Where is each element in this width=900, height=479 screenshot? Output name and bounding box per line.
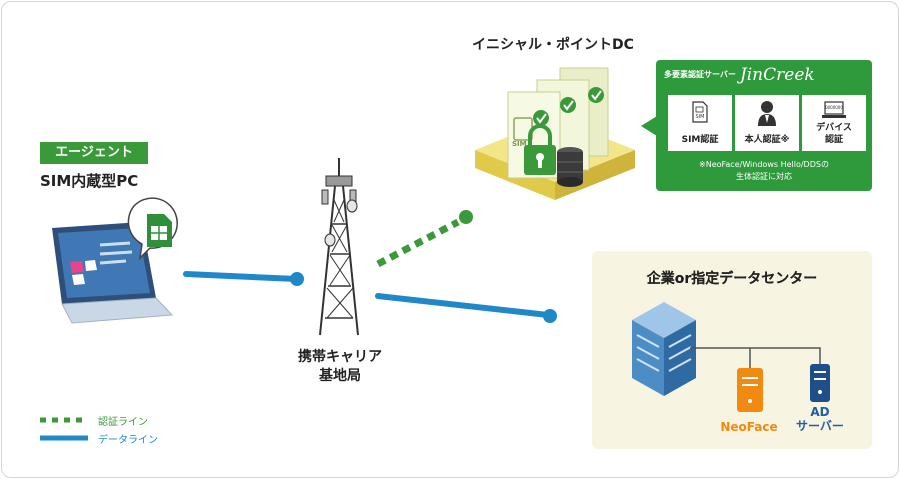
initial-dc-illustration bbox=[475, 67, 635, 200]
auth-line-endpoint bbox=[459, 210, 473, 224]
office-building-icon bbox=[632, 302, 696, 396]
tower-label-line2: 基地局 bbox=[319, 368, 361, 384]
jincreek-note-line1: ※NeoFace/Windows Hello/DDSの bbox=[699, 160, 829, 169]
tower-label-line1: 携帯キャリア bbox=[298, 349, 382, 365]
ad-server-label: AD サーバー bbox=[790, 405, 850, 433]
sim-bubble-icon bbox=[127, 197, 178, 261]
initial-dc-title: イニシャル・ポイントDC bbox=[472, 37, 634, 53]
jincreek-brand: JinCreek bbox=[739, 64, 815, 85]
datacenter-title: 企業or指定データセンター bbox=[646, 271, 818, 287]
ad-server-icon bbox=[810, 364, 830, 402]
datacenter-graphics bbox=[632, 302, 830, 412]
data-line-tower-to-dc bbox=[375, 293, 551, 318]
ad-label-line2: サーバー bbox=[796, 419, 844, 433]
dc-sim-tag: SIM bbox=[512, 140, 527, 148]
datacenter-title-overlay: 企業or指定データセンター bbox=[646, 271, 818, 287]
sim-pc-label: SIM内蔵型PC bbox=[40, 172, 139, 190]
carrier-base-station-label: 携帯キャリア 基地局 bbox=[270, 348, 410, 386]
jincreek-cell-device: 0000000 デバイス 認証 bbox=[802, 95, 866, 151]
device-auth-label-1: デバイス bbox=[816, 123, 852, 133]
data-line-endpoint bbox=[543, 309, 557, 323]
jincreek-panel-pointer bbox=[641, 116, 657, 136]
sim-auth-label: SIM認証 bbox=[681, 135, 719, 145]
jincreek-note: ※NeoFace/Windows Hello/DDSの 生体認証に対応 bbox=[660, 159, 868, 183]
data-line-endpoint bbox=[290, 272, 304, 286]
cell-tower-icon bbox=[319, 158, 359, 336]
legend-auth-label: 認証ライン bbox=[98, 417, 148, 428]
device-auth-label-2: 認証 bbox=[824, 135, 843, 145]
jincreek-note-line2: 生体認証に対応 bbox=[736, 172, 792, 181]
legend-data-label: データライン bbox=[98, 435, 158, 446]
ad-label-line1: AD bbox=[810, 405, 830, 419]
sim-icon-text: SIM bbox=[695, 114, 705, 120]
auth-line-tower-to-dc bbox=[376, 218, 460, 268]
jincreek-subtitle: 多要素認証サーバー bbox=[664, 70, 736, 79]
device-icon-text: 0000000 bbox=[825, 105, 843, 110]
jincreek-cell-person: 本人認証※ bbox=[735, 95, 799, 151]
agent-badge: エージェント bbox=[40, 142, 148, 164]
laptop-icon bbox=[822, 101, 846, 118]
laptop-icon bbox=[52, 222, 174, 324]
server-connection-lines bbox=[690, 347, 821, 368]
person-icon bbox=[758, 101, 776, 126]
neoface-label: NeoFace bbox=[720, 420, 778, 434]
neoface-server-icon bbox=[737, 368, 763, 412]
identity-auth-label: 本人認証※ bbox=[744, 135, 790, 145]
jincreek-cell-sim: SIM SIM認証 bbox=[668, 95, 732, 151]
data-line-pc-to-tower bbox=[183, 271, 299, 282]
sim-icon bbox=[692, 101, 708, 123]
